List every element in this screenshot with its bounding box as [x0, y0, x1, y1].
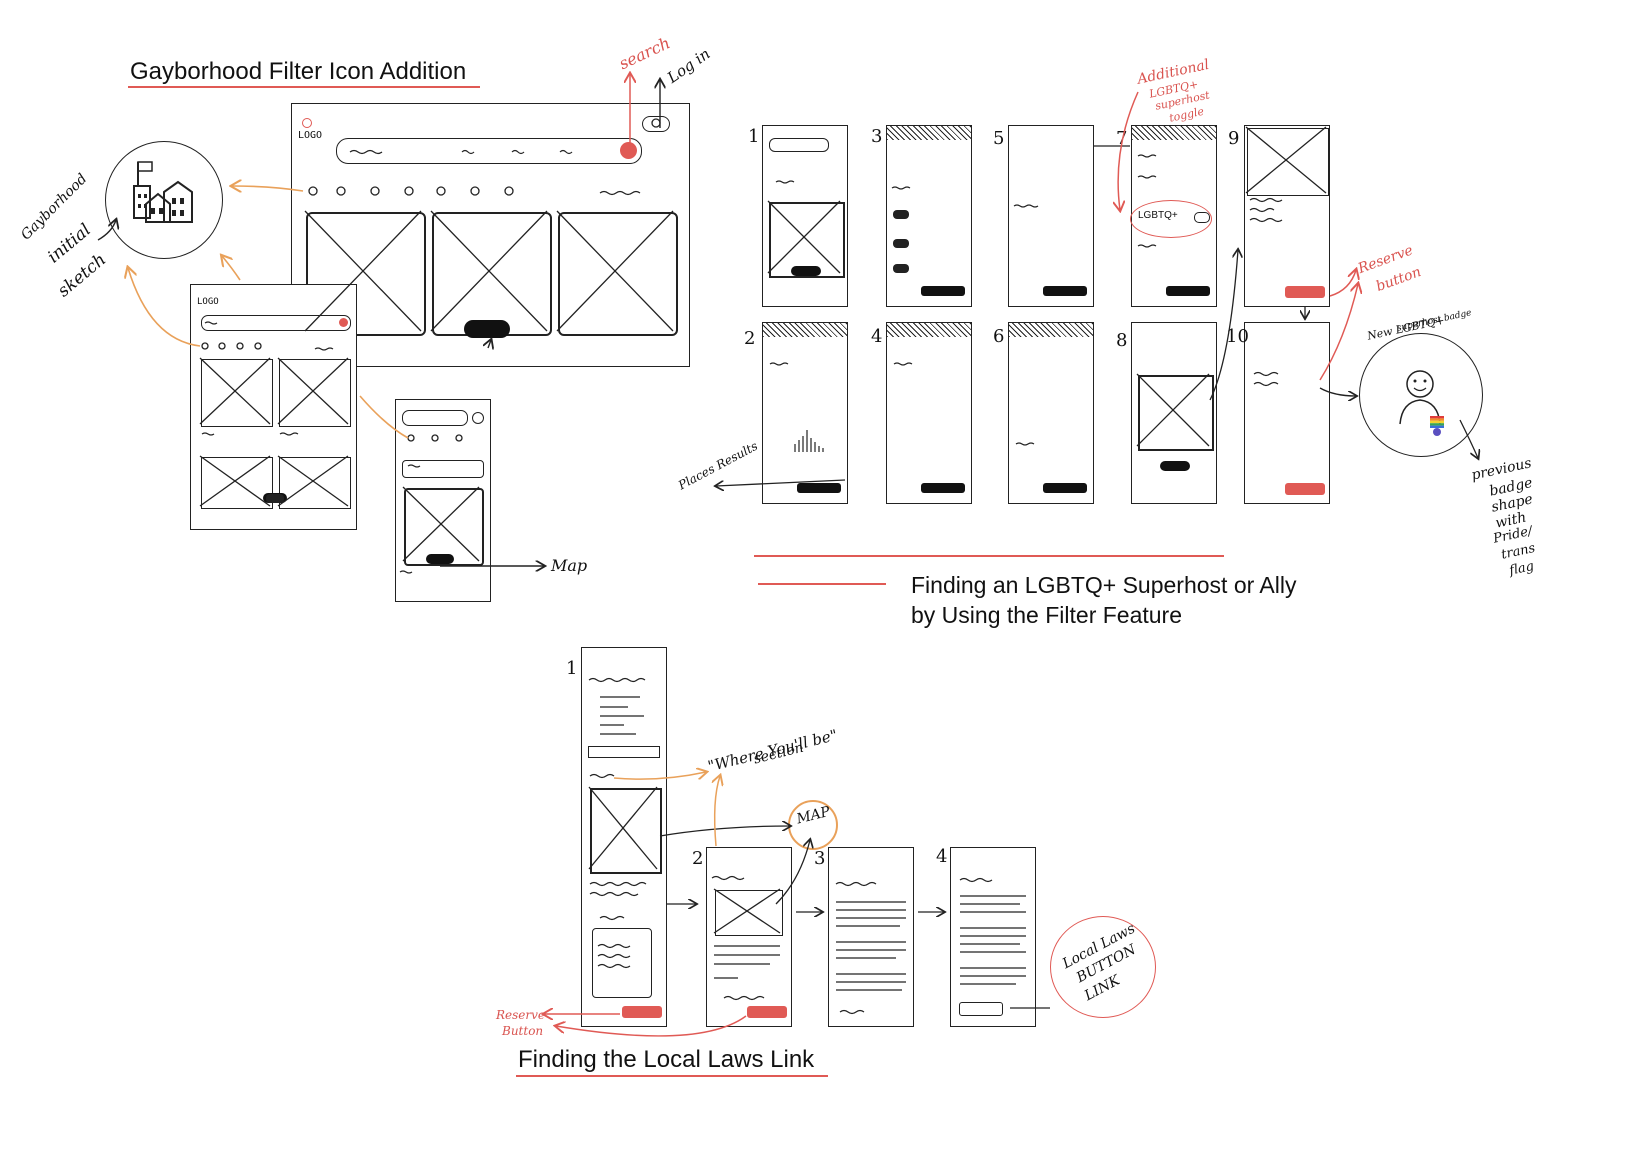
status-hatch: [1009, 323, 1093, 337]
reserve-bar[interactable]: [1166, 286, 1210, 296]
title-underline: [516, 1075, 828, 1077]
logo-icon: [302, 118, 312, 128]
search-button[interactable]: [620, 142, 637, 159]
map-button[interactable]: [791, 266, 821, 276]
reserve-bar[interactable]: [921, 483, 965, 493]
filter-step-2: [762, 322, 848, 504]
laws-step-1: [581, 647, 667, 1027]
annotation-new-badge-superhost: superhost badge: [1396, 308, 1473, 334]
step-number: 8: [1116, 330, 1128, 351]
account-menu[interactable]: [642, 116, 670, 132]
section-underline: [758, 583, 886, 585]
lgbtq-highlight-circle: [1130, 200, 1212, 238]
local-laws-circle: [1050, 916, 1156, 1018]
step-number: 7: [1116, 128, 1128, 149]
filter-icon[interactable]: [472, 412, 484, 424]
step-number: 6: [993, 326, 1005, 347]
image-card[interactable]: [715, 890, 783, 936]
filter-step-10: [1244, 322, 1330, 504]
tablet-wireframe: LOGO: [190, 284, 357, 530]
section-title-filter-line1: Finding an LGBTQ+ Superhost or Ally: [911, 572, 1297, 598]
section-title-filter-line2: by Using the Filter Feature: [911, 602, 1183, 628]
annotation-reserve-small-button: Button: [502, 1024, 544, 1038]
reserve-button[interactable]: [1285, 483, 1325, 495]
image-card[interactable]: [1138, 375, 1214, 451]
image-card[interactable]: [279, 359, 351, 427]
search-bar[interactable]: [336, 138, 642, 164]
laws-step-2: [706, 847, 792, 1027]
image-card[interactable]: [279, 457, 351, 509]
reserve-bar[interactable]: [1043, 483, 1087, 493]
reserve-bar[interactable]: [1043, 286, 1087, 296]
section-underline: [754, 555, 1224, 557]
filter-step-1: [762, 125, 848, 307]
avatar-icon: [1399, 370, 1444, 436]
filter-step-5: [1008, 125, 1094, 307]
logo-text: LOGO: [298, 130, 323, 141]
image-card[interactable]: [1247, 128, 1329, 196]
logo-text: LOGO: [197, 297, 219, 307]
filter-step-6: [1008, 322, 1094, 504]
search-bar[interactable]: [769, 138, 829, 152]
step-number: 2: [692, 848, 704, 869]
step-number: 4: [936, 846, 948, 867]
section-title-local-laws: Finding the Local Laws Link: [518, 1046, 815, 1073]
step-number: 3: [814, 848, 826, 869]
step-number: 3: [871, 126, 883, 147]
image-card[interactable]: [590, 788, 662, 874]
text-field[interactable]: [588, 746, 660, 758]
image-card[interactable]: [201, 457, 273, 509]
status-hatch: [887, 126, 971, 140]
mobile-wireframe: [395, 399, 491, 602]
search-button[interactable]: [339, 318, 348, 327]
filter-step-8: [1131, 322, 1217, 504]
step-number: 4: [871, 326, 883, 347]
step-number: 1: [748, 126, 760, 147]
step-number: 2: [744, 328, 756, 349]
reserve-button[interactable]: [747, 1006, 787, 1018]
reserve-button[interactable]: [622, 1006, 662, 1018]
annotation-places-results: Places Results: [676, 438, 761, 493]
image-card-2[interactable]: [432, 212, 552, 336]
map-button[interactable]: [1160, 461, 1190, 471]
step-number: 5: [993, 128, 1005, 149]
status-hatch: [887, 323, 971, 337]
gayborhood-sketch-circle: [105, 141, 223, 259]
filter-step-4: [886, 322, 972, 504]
status-hatch: [763, 323, 847, 337]
superhost-badge-circle: [1359, 333, 1483, 457]
buildings-icon: [133, 161, 193, 223]
map-button[interactable]: [426, 554, 454, 564]
step-number: 10: [1226, 326, 1249, 347]
reserve-bar[interactable]: [797, 483, 841, 493]
step-number: 1: [566, 658, 578, 679]
image-card[interactable]: [201, 359, 273, 427]
annotation-map: Map: [551, 556, 588, 575]
local-laws-button[interactable]: [959, 1002, 1003, 1016]
map-button[interactable]: [263, 493, 287, 503]
filter-step-3: [886, 125, 972, 307]
status-hatch: [1132, 126, 1216, 140]
annotation-previous-flag: flag: [1508, 558, 1536, 579]
annotation-search: search: [616, 33, 674, 74]
map-button[interactable]: [464, 320, 510, 338]
section-title-gayborhood: Gayborhood Filter Icon Addition: [130, 58, 467, 85]
image-card-3[interactable]: [558, 212, 678, 336]
search-bar[interactable]: [201, 315, 351, 331]
laws-step-4: [950, 847, 1036, 1027]
step-number: 9: [1228, 128, 1240, 149]
reserve-button[interactable]: [1285, 286, 1325, 298]
reserve-bar[interactable]: [921, 286, 965, 296]
annotation-reserve-small: Reserve: [496, 1008, 546, 1022]
review-card[interactable]: [592, 928, 652, 998]
title-underline: [128, 86, 480, 88]
laws-step-3: [828, 847, 914, 1027]
toggle-row[interactable]: [402, 460, 484, 478]
filter-step-9: [1244, 125, 1330, 307]
search-bar[interactable]: [402, 410, 468, 426]
